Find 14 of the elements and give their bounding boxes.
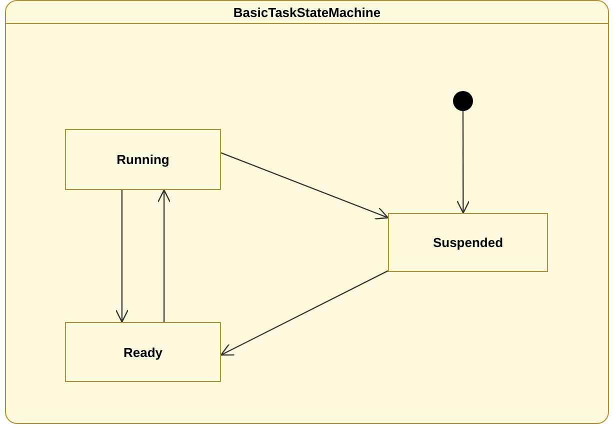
state-machine-frame [5, 0, 609, 424]
frame-title: BasicTaskStateMachine [233, 4, 381, 20]
state-box [65, 322, 221, 382]
state-label: Suspended [432, 235, 504, 250]
transition-arrow [115, 190, 129, 323]
state-box [388, 213, 548, 272]
transition-arrow [157, 189, 171, 322]
state-label: Running [116, 152, 170, 167]
transition-arrow [220, 152, 389, 220]
state-box [65, 129, 221, 190]
state-label: Ready [123, 344, 163, 360]
transition-arrow [456, 111, 470, 214]
transition-arrow [220, 270, 388, 356]
initial-state-dot [453, 91, 473, 111]
